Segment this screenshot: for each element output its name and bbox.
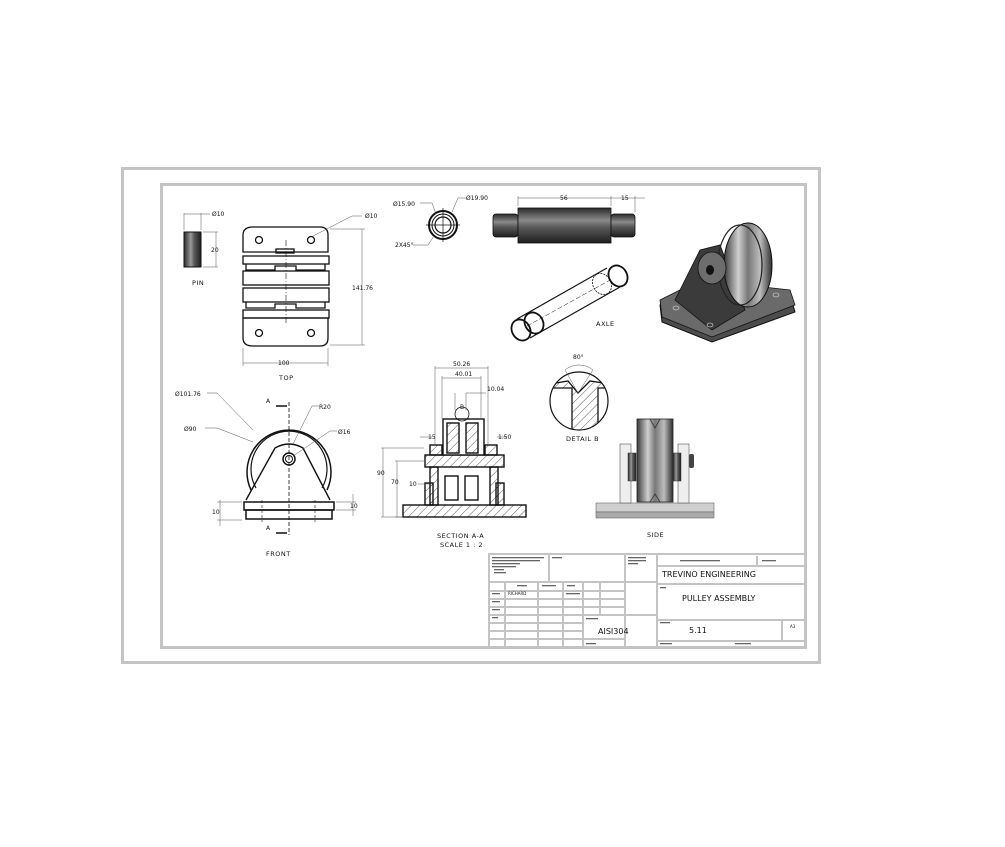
section-dim-40: 40.01 bbox=[455, 371, 472, 378]
front-outer-dim: Ø101.76 bbox=[175, 391, 201, 398]
section-dim-70: 70 bbox=[391, 479, 399, 486]
axle-end-view bbox=[426, 208, 460, 242]
front-base-left-dim: 10 bbox=[212, 509, 220, 516]
front-bore-dim: Ø16 bbox=[338, 429, 351, 436]
axle-side-dims bbox=[517, 196, 645, 212]
pin-diameter-dim: Ø10 bbox=[212, 211, 225, 218]
company-name: TREVINO ENGINEERING bbox=[661, 570, 756, 579]
section-scale-label: SCALE 1 : 2 bbox=[440, 541, 483, 549]
front-view-dims bbox=[205, 392, 356, 526]
side-view-label: SIDE bbox=[647, 531, 664, 539]
axle-inner-dim: Ø15.90 bbox=[393, 201, 415, 208]
top-view bbox=[242, 226, 330, 347]
top-hole-dim: Ø10 bbox=[365, 213, 378, 220]
pin-view: Ø10 20 PIN bbox=[183, 211, 225, 287]
top-height-dim: 141.76 bbox=[352, 285, 373, 292]
section-view-label: SECTION A-A bbox=[437, 532, 484, 540]
side-view bbox=[595, 418, 715, 519]
front-groove-dim: Ø90 bbox=[184, 426, 197, 433]
section-marker-top: A bbox=[266, 398, 271, 405]
isometric-assembly-view bbox=[659, 222, 796, 343]
pin-height-dim: 20 bbox=[211, 247, 219, 254]
section-view bbox=[402, 406, 527, 518]
detail-view-label: DETAIL B bbox=[566, 435, 599, 443]
drawing-title: PULLEY ASSEMBLY bbox=[682, 594, 756, 603]
top-width-dim: 100 bbox=[278, 360, 290, 367]
section-dim-150: 1.50 bbox=[498, 434, 512, 441]
section-dim-inner: 10 bbox=[409, 481, 417, 488]
axle-end-dim: 15 bbox=[621, 195, 629, 202]
section-marker-bottom: A bbox=[266, 525, 271, 532]
front-view-label: FRONT bbox=[266, 550, 291, 558]
axle-outer-dim: Ø19.90 bbox=[466, 195, 488, 202]
front-view bbox=[243, 402, 335, 535]
section-dim-15: 15 bbox=[428, 434, 436, 441]
axle-chamfer-dim: 2X45° bbox=[395, 242, 414, 249]
axle-view-label: AXLE bbox=[596, 320, 615, 328]
section-dim-50: 50.26 bbox=[453, 361, 470, 368]
top-view-label: TOP bbox=[278, 374, 294, 382]
title-block bbox=[488, 553, 807, 649]
pin-view-label: PIN bbox=[192, 279, 204, 287]
drawn-by-value: RICHARD bbox=[508, 591, 526, 596]
material-value: AISI304 bbox=[598, 627, 629, 636]
section-dim-10: 10.04 bbox=[487, 386, 504, 393]
drawing-number: 5.11 bbox=[689, 626, 707, 635]
detail-marker: B bbox=[460, 404, 464, 411]
section-dim-90: 90 bbox=[377, 470, 385, 477]
detail-angle-dim: 80° bbox=[573, 354, 584, 361]
detail-view bbox=[549, 364, 609, 431]
sheet-size: A3 bbox=[790, 624, 796, 629]
front-radius-dim: R20 bbox=[319, 404, 331, 411]
front-base-right-dim: 10 bbox=[350, 503, 358, 510]
title-block-fine-print bbox=[492, 557, 776, 645]
section-view-dims bbox=[381, 366, 507, 518]
axle-iso-view bbox=[510, 264, 629, 342]
top-view-dims bbox=[242, 215, 365, 366]
axle-end-dims bbox=[413, 197, 466, 246]
axle-length-dim: 56 bbox=[560, 195, 568, 202]
axle-side-view bbox=[492, 207, 636, 244]
